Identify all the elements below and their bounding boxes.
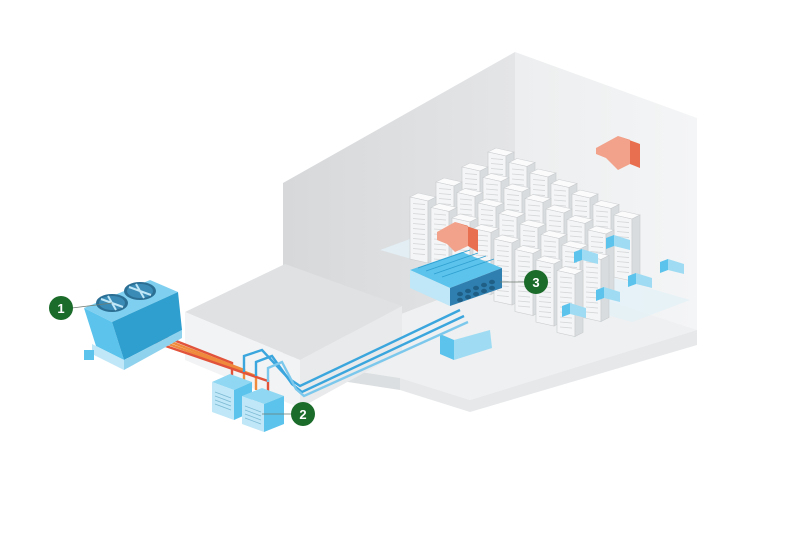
plant-room bbox=[185, 264, 402, 408]
callout-1: 1 bbox=[49, 296, 113, 320]
air-handler bbox=[410, 249, 502, 306]
callout-number: 2 bbox=[299, 407, 306, 422]
air-vent-icon bbox=[606, 235, 630, 250]
callout-3: 3 bbox=[500, 270, 548, 294]
fan-icon bbox=[124, 282, 156, 300]
callout-number: 1 bbox=[57, 301, 64, 316]
callout-2: 2 bbox=[262, 402, 315, 426]
hot-air-arrow-icon bbox=[596, 136, 640, 170]
air-vent-icon bbox=[628, 273, 652, 288]
server-rack bbox=[556, 266, 584, 337]
chilled-water-pipe bbox=[266, 320, 469, 398]
floor-air-vents bbox=[562, 235, 684, 318]
chilled-water-pipe bbox=[254, 314, 465, 394]
chiller-unit bbox=[242, 388, 284, 432]
air-vent-icon bbox=[574, 249, 598, 264]
plant-room-right-wall bbox=[300, 306, 402, 408]
plant-room-roof bbox=[185, 264, 402, 360]
callout-number: 3 bbox=[532, 275, 539, 290]
plant-room-left-wall bbox=[185, 312, 300, 408]
air-vent-icon bbox=[660, 259, 684, 274]
hot-air-arrow-icon bbox=[437, 222, 478, 252]
air-vent-icon bbox=[440, 330, 492, 360]
air-vent-icon bbox=[562, 303, 586, 318]
dry-cooler bbox=[84, 280, 182, 370]
air-vent-icon bbox=[596, 287, 620, 302]
